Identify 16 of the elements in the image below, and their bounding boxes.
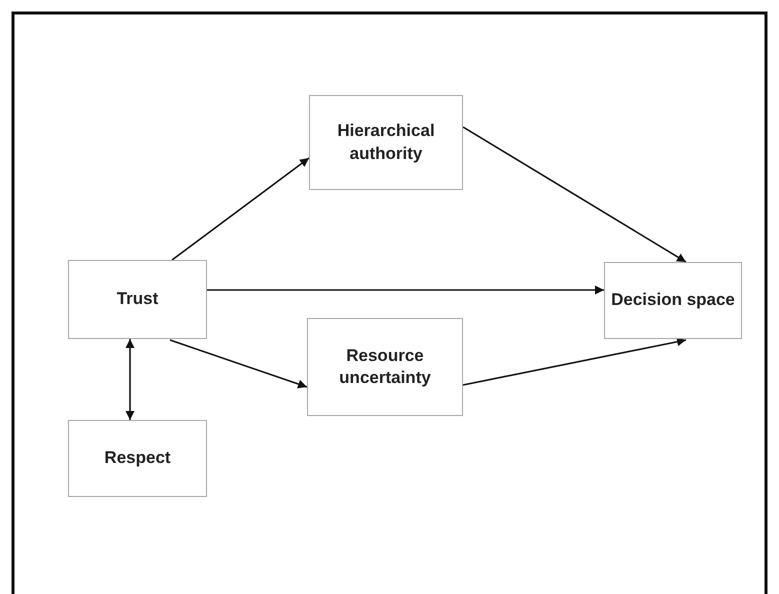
box-label: Decision space — [611, 289, 735, 312]
concept-box — [68, 420, 207, 497]
box-label: Trust — [116, 288, 158, 310]
box-label: Hierarchical authority — [336, 120, 436, 164]
box-label: Resource uncertainty — [338, 344, 432, 389]
concept-box — [604, 262, 742, 339]
arrow — [126, 339, 134, 420]
arrow — [462, 126, 686, 263]
concept-box — [309, 95, 463, 190]
arrow — [172, 157, 310, 261]
box-label: Respect — [104, 447, 171, 470]
concept-box — [68, 260, 207, 339]
concept-box — [307, 318, 463, 416]
arrow — [170, 339, 308, 388]
arrow — [207, 286, 604, 294]
arrow — [462, 337, 686, 386]
